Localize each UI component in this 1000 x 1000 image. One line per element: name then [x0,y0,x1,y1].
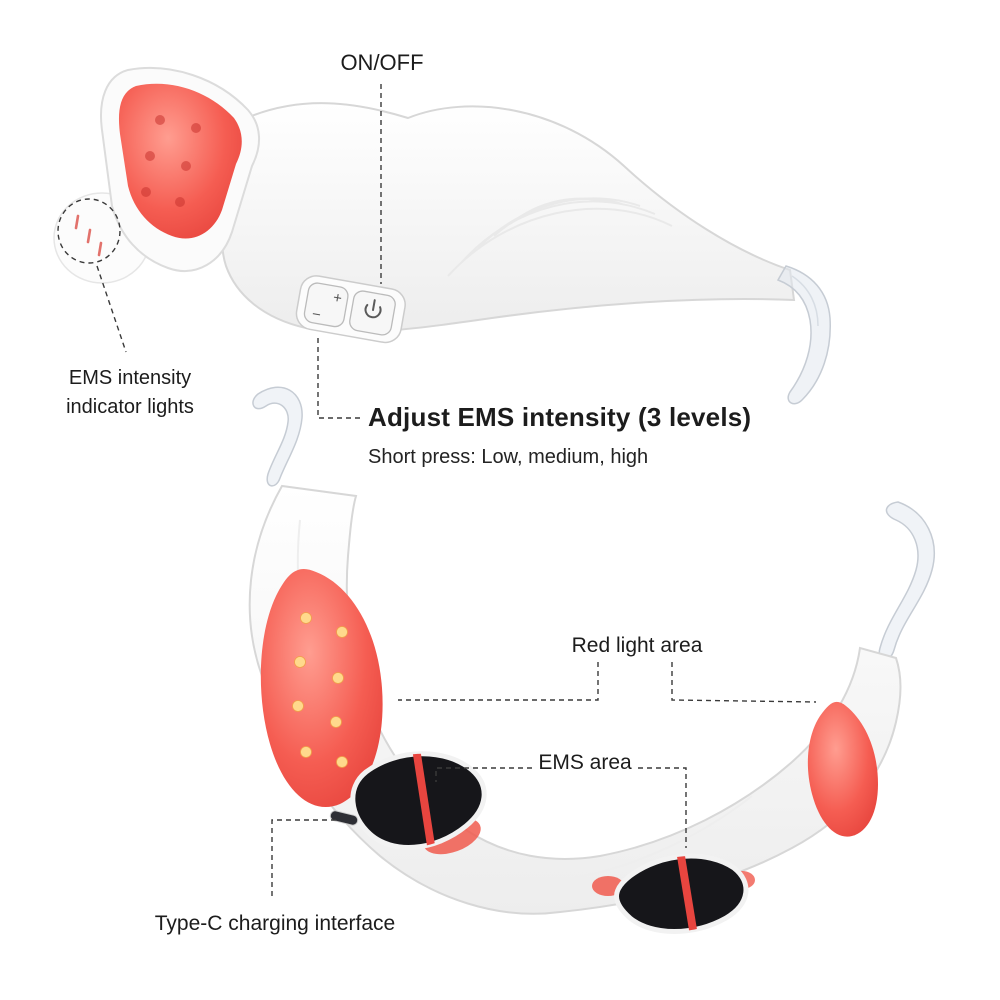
label-adjust-intensity-subtitle: Short press: Low, medium, high [368,446,649,468]
label-ems-indicator-line1: EMS intensity [68,367,192,389]
leader-adjust-intensity [317,338,360,419]
minus-icon: − [311,306,323,324]
leader-ems-area-right [638,767,687,848]
type-c-port [329,810,359,826]
leader-ems-area-left [435,767,532,782]
device-bottom-view [248,386,935,934]
bridge-striations [447,197,673,277]
indicator-highlight-circle [57,198,121,264]
red-light-area-left [260,569,383,808]
leader-ems-indicator [96,265,127,353]
label-ems-indicator: EMS intensity indicator lights [66,364,194,422]
plus-icon: + [332,289,344,307]
power-button [349,290,396,336]
device-top-view: + − [53,66,831,405]
bottom-right-ear-hook [878,501,935,661]
top-frame-body [220,102,796,334]
top-ear-hook-highlight [791,275,819,327]
leader-lines [57,84,817,900]
bottom-led-dots [292,612,348,768]
top-ear-hook [776,265,831,405]
leader-type-c [271,819,336,900]
ems-pad-left [350,751,487,850]
power-icon [364,299,382,319]
label-red-light-area: Red light area [571,634,703,657]
ems-pad-left-stripe [412,753,436,848]
label-type-c: Type-C charging interface [154,912,396,935]
leader-red-light-right [671,662,817,703]
label-ems-area: EMS area [538,751,632,774]
ems-pad-right-stripe [676,856,698,932]
label-on-off: ON/OFF [340,50,424,75]
ems-indicator-lights [74,214,103,257]
control-panel: + − [295,275,406,344]
label-adjust-intensity-title: Adjust EMS intensity (3 levels) [368,402,752,432]
red-light-area-right [807,701,878,837]
top-led-dots [141,115,201,207]
bottom-left-ear-hook [252,386,303,487]
ems-intensity-button [303,282,349,328]
top-red-light-window [118,83,242,239]
label-ems-indicator-line2: indicator lights [66,396,194,418]
leader-red-light-left [398,662,599,701]
ems-pad-right [614,853,749,934]
